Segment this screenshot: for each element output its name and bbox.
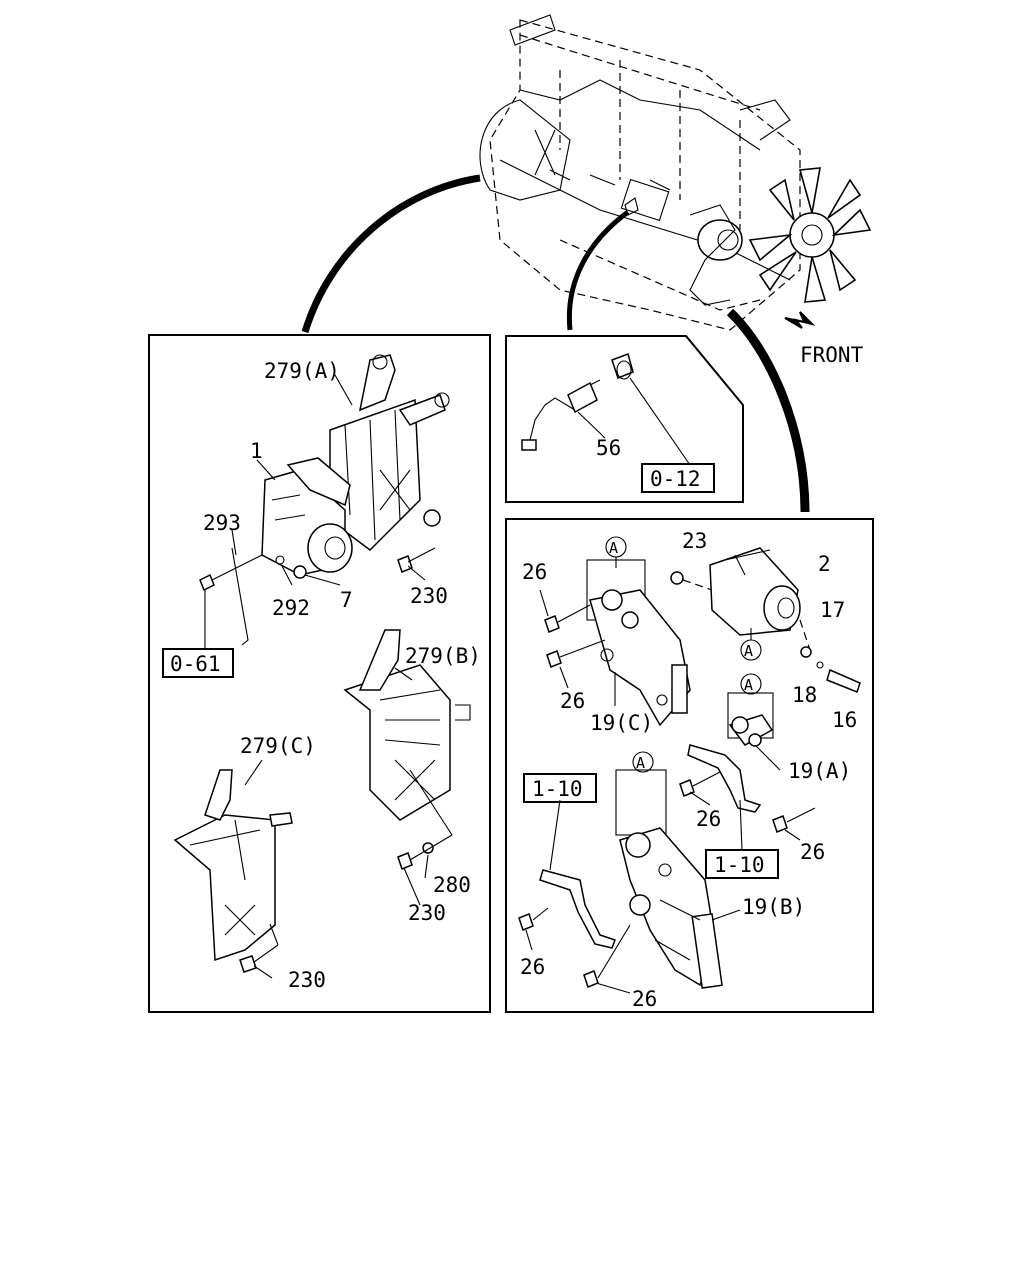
sensor-56: [521, 379, 601, 451]
label-293: 293: [203, 511, 241, 535]
label-230-a: 230: [410, 584, 448, 608]
front-indicator: FRONT: [784, 311, 864, 367]
label-7: 7: [340, 588, 353, 612]
label-56: 56: [596, 436, 621, 460]
ref-1-10-b: 1-10: [714, 853, 765, 877]
bolt-293: [199, 573, 215, 592]
label-230-c: 230: [288, 968, 326, 992]
label-26-c: 26: [696, 807, 721, 831]
label-280: 280: [433, 873, 471, 897]
label-279b: 279(B): [405, 644, 481, 668]
label-26-a: 26: [522, 560, 547, 584]
label-1: 1: [250, 439, 263, 463]
ref-1-10-a: 1-10: [532, 777, 583, 801]
svg-text:A: A: [744, 676, 753, 694]
bracket-19c: [586, 559, 691, 727]
callout-curves: [301, 174, 810, 513]
alternator-panel: A A A A 1-10 1-10 23 2 26 17 26 18 16 19…: [505, 518, 874, 1013]
label-19b: 19(B): [742, 895, 805, 919]
starter-panel: 0-61 279(A) 1 293 292 7 230 279(B) 279(C…: [148, 334, 491, 1013]
label-279c: 279(C): [240, 734, 316, 758]
bracket-279a: [329, 354, 450, 551]
ref-box-1-10-b: [705, 849, 779, 879]
label-2: 2: [818, 552, 831, 576]
label-17: 17: [820, 598, 845, 622]
label-23: 23: [682, 529, 707, 553]
label-26-e: 26: [520, 955, 545, 979]
label-18: 18: [792, 683, 817, 707]
svg-text:A: A: [744, 642, 753, 660]
label-292: 292: [272, 596, 310, 620]
bracket-279c: [173, 769, 293, 973]
plug-0-12: [611, 353, 634, 380]
starter-motor: [261, 457, 353, 576]
svg-text:A: A: [609, 539, 618, 557]
label-230-b: 230: [408, 901, 446, 925]
cooling-fan: [748, 167, 872, 303]
ref-box-0-12: [641, 463, 715, 493]
front-label: FRONT: [800, 343, 864, 367]
ref-0-61: 0-61: [170, 652, 221, 676]
label-26-f: 26: [632, 987, 657, 1011]
label-26-d: 26: [800, 840, 825, 864]
marker-a-4: A: [632, 751, 654, 773]
label-19c: 19(C): [590, 711, 653, 735]
label-16: 16: [832, 708, 857, 732]
sensor-panel-frame: [505, 335, 744, 503]
engine-illustration: [479, 14, 872, 331]
alternator: [709, 547, 801, 636]
bracket-19a: [727, 692, 774, 747]
marker-a-3: A: [740, 673, 762, 695]
ref-box-0-61: [162, 648, 234, 678]
bracket-279b: [343, 629, 471, 870]
alternator-panel-frame: [505, 518, 874, 1013]
sensor-panel: 0-12 56: [505, 335, 744, 503]
label-19a: 19(A): [788, 759, 851, 783]
ref-0-12: 0-12: [650, 467, 701, 491]
starter-panel-frame: [148, 334, 491, 1013]
svg-text:A: A: [636, 754, 645, 772]
ref-box-1-10-a: [523, 773, 597, 803]
label-26-b: 26: [560, 689, 585, 713]
label-279a: 279(A): [264, 359, 340, 383]
marker-a-2: A: [740, 628, 762, 661]
bracket-19b: [615, 769, 723, 989]
marker-a-1: A: [605, 536, 627, 568]
